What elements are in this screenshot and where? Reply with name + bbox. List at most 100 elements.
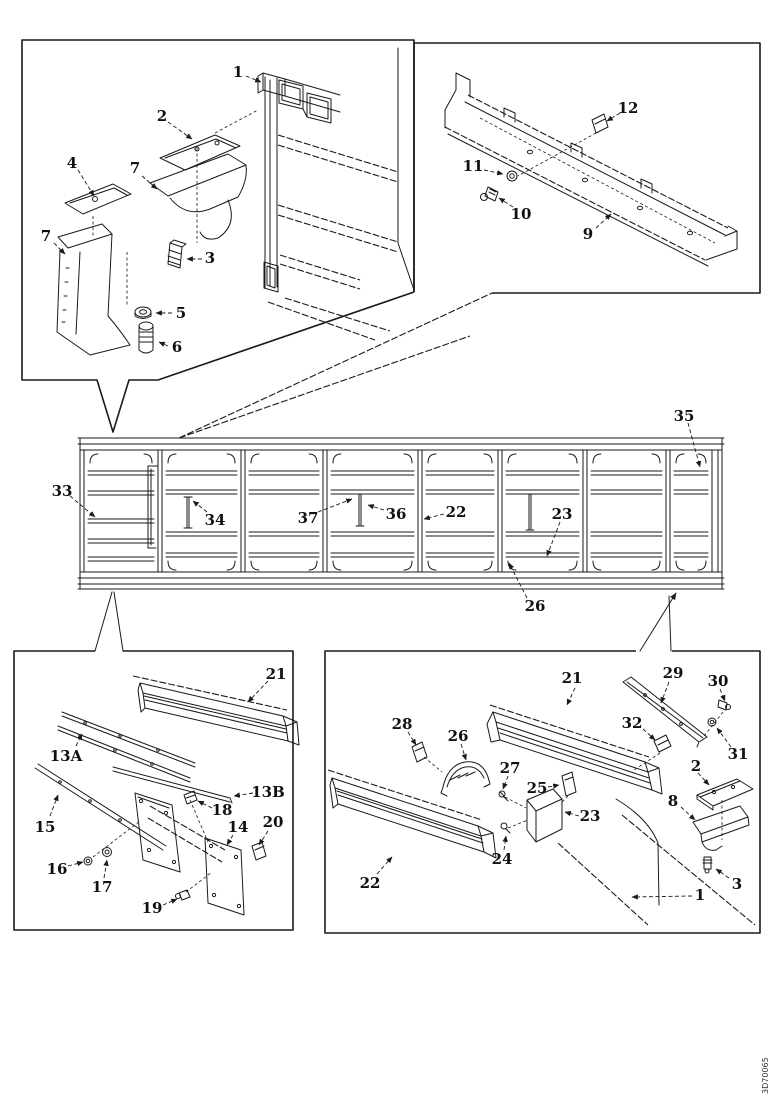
- callout-31: 31: [728, 745, 749, 763]
- part-strips-13A: [57, 711, 196, 783]
- callout-5: 5: [176, 304, 186, 322]
- drawing-number: 3D70065: [761, 1057, 770, 1094]
- callout-19: 19: [142, 899, 163, 917]
- inset-top-right-border: [413, 42, 761, 294]
- inset-top-left-border: [21, 39, 415, 433]
- callout-25: 25: [527, 779, 548, 797]
- callout-8: 8: [668, 792, 678, 810]
- connector-bar-34: [183, 496, 193, 529]
- callout-13B: 13B: [251, 783, 285, 801]
- part-channel-rail-9: [444, 72, 738, 267]
- connector-bar-36: [355, 493, 365, 527]
- part-clip-32: [633, 734, 672, 771]
- part-clip-20: [251, 841, 267, 861]
- callout-26: 26: [525, 597, 546, 615]
- callout-2: 2: [691, 757, 701, 775]
- part-clip-12: [517, 113, 609, 177]
- assembly-lines: [92, 109, 259, 306]
- callout-9: 9: [583, 225, 593, 243]
- callout-16: 16: [47, 860, 68, 878]
- callout-30: 30: [708, 672, 729, 690]
- callout-1: 1: [695, 886, 705, 904]
- part-screw-27: [498, 790, 527, 809]
- part-washer-5: [134, 306, 152, 319]
- callout-21: 21: [266, 665, 287, 683]
- part-clip-25: [559, 771, 577, 805]
- callout-4: 4: [67, 154, 77, 172]
- part-clip-18: [183, 790, 198, 805]
- part-bolt-30: [703, 699, 731, 737]
- projection-lines: [178, 292, 493, 439]
- part-plate-14: [134, 792, 245, 916]
- callout-35: 35: [674, 407, 695, 425]
- callout-17: 17: [92, 878, 113, 896]
- callout-3: 3: [205, 249, 215, 267]
- callout-14: 14: [228, 818, 249, 836]
- part-leg-bracket: [56, 223, 131, 356]
- callout-33: 33: [52, 482, 73, 500]
- part-screw-19: [175, 889, 191, 901]
- part-bolt-10: [480, 186, 499, 202]
- callout-26: 26: [448, 727, 469, 745]
- part-bolt-6: [138, 321, 154, 354]
- part-plate-2b: [696, 778, 754, 811]
- callout-20: 20: [263, 813, 284, 831]
- part-corner-post: [257, 47, 415, 341]
- callout-18: 18: [212, 801, 233, 819]
- callout-12: 12: [618, 99, 639, 117]
- callout-22: 22: [446, 503, 467, 521]
- connector-bar-6cell: [525, 493, 535, 531]
- callout-27: 27: [500, 759, 521, 777]
- part-bolt-3: [167, 239, 187, 269]
- part-shim-plate: [64, 183, 132, 215]
- inset-bottom-right: 21 29 30 28 26 32 31 27 25 23 2 8 24 22 …: [324, 650, 761, 934]
- callout-6: 6: [172, 338, 182, 356]
- callout-36: 36: [386, 505, 407, 523]
- part-screw-24: [500, 819, 529, 834]
- callout-11: 11: [463, 157, 484, 175]
- part-washer-11: [506, 170, 518, 182]
- inset-top-left: 1 2 4 7 7 3 5 6: [21, 39, 415, 433]
- assembly-lines: [92, 799, 213, 893]
- callout-37: 37: [298, 509, 319, 527]
- callout-7: 7: [130, 159, 140, 177]
- callout-34: 34: [205, 511, 226, 529]
- callout-3: 3: [732, 875, 742, 893]
- part-angle-bracket-23: [526, 788, 563, 843]
- part-bracket-8: [692, 800, 750, 851]
- inset-bottom-right-border: [324, 650, 761, 934]
- part-saddle-bracket-upper: [149, 153, 247, 240]
- inset-bottom-left: 21 13A 13B 18 15 14 20 16 17 19: [13, 650, 300, 931]
- inset-bottom-left-border: [13, 650, 294, 931]
- frame-slats-cell1: [87, 470, 155, 562]
- part-strip-15: [34, 763, 167, 851]
- part-nut-16: [83, 856, 93, 866]
- part-channel-beam-21b: [486, 704, 663, 795]
- part-flat-bar-29: [622, 676, 708, 748]
- callout-15: 15: [35, 818, 56, 836]
- frame-slats: [165, 470, 709, 558]
- callout-7: 7: [41, 227, 51, 245]
- frame-rail-profile-1: [557, 798, 756, 926]
- callout-1: 1: [233, 63, 243, 81]
- callout-24: 24: [492, 850, 513, 868]
- callout-23: 23: [580, 807, 601, 825]
- callout-28: 28: [392, 715, 413, 733]
- callout-23: 23: [552, 505, 573, 523]
- callout-21: 21: [562, 669, 583, 687]
- callout-2: 2: [157, 107, 167, 125]
- pointer-tails: [94, 591, 677, 652]
- main-frame-assembly: 33 34 37 36 22 23 26 35: [52, 407, 725, 615]
- callout-32: 32: [622, 714, 643, 732]
- bracket-33: [147, 465, 159, 549]
- frame-posts: [157, 449, 671, 573]
- part-bolt-3b: [702, 856, 713, 874]
- callout-29: 29: [663, 664, 684, 682]
- part-nut-31: [707, 717, 717, 727]
- part-strip-13B: [112, 766, 233, 804]
- callout-13A: 13A: [50, 747, 83, 765]
- callout-22: 22: [360, 874, 381, 892]
- callout-10: 10: [511, 205, 532, 223]
